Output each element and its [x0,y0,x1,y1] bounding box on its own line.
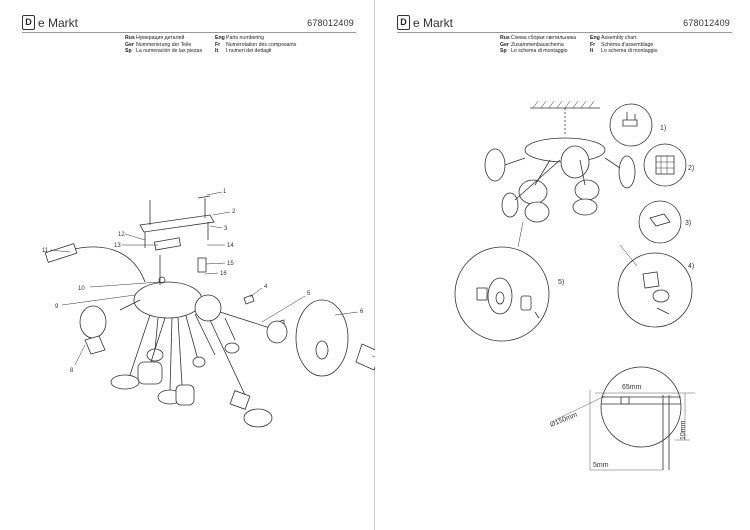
part-number: 8 [70,368,74,374]
part-number: 2 [232,209,236,215]
logo-mark: D [22,15,35,30]
logo-mark: D [397,15,410,30]
part-number: 12 [118,232,125,238]
part-number: 15 [227,261,234,267]
step-label: 3) [685,220,691,227]
detail-circle-1 [609,103,653,147]
detail-circle-4 [617,252,693,328]
step-label: 4) [688,263,694,270]
brand-logo: D e Markt [22,15,78,30]
header-divider [397,32,732,33]
part-number: 9 [55,304,59,310]
logo-text: e Markt [38,15,79,30]
part-number: 6 [360,309,364,315]
step-label: 2) [688,165,694,172]
brand-logo: D e Markt [397,15,453,30]
part-number: 1 [223,189,227,195]
exploded-parts-diagram: 1 2 3 4 5 6 7 8 9 10 11 12 13 14 15 16 [42,189,375,428]
part-number: 14 [227,243,234,249]
part-number: 4 [264,284,268,290]
part-number: 13 [114,243,121,249]
step-label: 1) [660,125,666,132]
dimension-width: 65mm [622,384,642,391]
assembly-diagram: 1) 2) 3) 4) 5) 65mm 10mm Ø150mm 5mm [454,100,695,471]
product-code: 678012409 [307,18,354,28]
parts-numbering-sheet: D e Markt 678012409 RusНумерация деталей… [22,0,375,530]
dimension-diameter: Ø150mm [549,412,578,429]
part-number: 10 [78,286,85,292]
part-number: 3 [224,226,228,232]
assembly-chart-sheet: D e Markt 678012409 RusСхема сборки свет… [375,0,750,530]
part-number: 11 [42,248,49,254]
product-code: 678012409 [683,18,730,28]
dimension-height: 10mm [680,420,687,440]
dimension-offset: 5mm [593,462,609,469]
part-number: 5 [307,291,311,297]
dimension-circle [600,366,682,448]
step-label: 5) [558,279,564,286]
part-number: 16 [220,271,227,277]
header-divider [22,32,356,33]
logo-text: e Markt [413,15,454,30]
